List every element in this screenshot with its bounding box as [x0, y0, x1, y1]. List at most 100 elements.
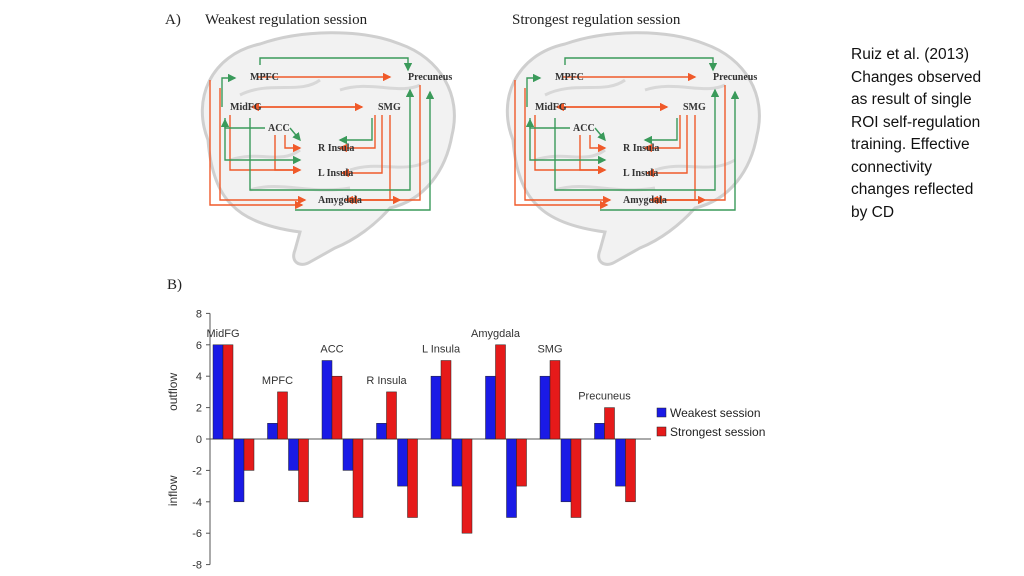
connection-arrow: [643, 115, 681, 153]
panel-b-letter: B): [167, 277, 182, 293]
node-label: Amygdala: [623, 195, 667, 206]
inflow-bar: [352, 438, 364, 518]
inflow-bar: [298, 438, 309, 503]
node-label: Precuneus: [408, 72, 452, 83]
y-tick-label: 4: [196, 371, 202, 383]
category-label: Amygdala: [471, 328, 521, 340]
connection-arrow: [219, 88, 307, 205]
category-label: L Insula: [422, 344, 461, 356]
y-tick-label: -2: [192, 465, 202, 477]
outflow-bar: [277, 391, 288, 440]
connection-arrow: [524, 88, 612, 205]
node-label: MidFG: [535, 102, 567, 113]
node-label: SMG: [683, 102, 706, 113]
inflow-bar: [560, 438, 572, 503]
outflow-bar: [321, 360, 333, 440]
caption-line: Ruiz et al. (2013): [851, 46, 970, 63]
connection-arrow: [525, 118, 570, 129]
outflow-bar: [222, 344, 234, 440]
node-label: ACC: [268, 123, 290, 134]
caption-line: by CD: [851, 203, 895, 221]
inflow-bar: [288, 438, 299, 471]
caption-line: connectivity: [851, 158, 932, 176]
caption: Ruiz et al. (2013) Changes observed as res…: [851, 44, 1011, 224]
inflow-bar: [506, 438, 517, 518]
brain-gyri: [534, 78, 736, 192]
category-label: Precuneus: [578, 391, 631, 403]
node-label: L Insula: [623, 168, 658, 179]
node-label: L Insula: [318, 168, 353, 179]
connection-arrow: [600, 90, 740, 211]
outflow-bar: [430, 375, 442, 440]
inflow-bar: [243, 438, 255, 471]
brain-outline: [200, 31, 456, 266]
outflow-bar: [594, 423, 605, 440]
left-panel-title: Weakest regulation session: [205, 12, 368, 28]
inflow-bar: [615, 438, 626, 487]
connection-arrow: [249, 88, 415, 191]
connection-arrow: [220, 118, 265, 129]
inflow-bar: [570, 438, 582, 518]
inflow-bar: [342, 438, 354, 471]
outflow-bar: [539, 375, 551, 440]
inflow-bar: [407, 438, 418, 518]
connection-arrow: [645, 115, 688, 178]
inflow-bar: [625, 438, 636, 503]
connection-arrow: [284, 135, 302, 153]
y-tick-label: 8: [196, 308, 202, 320]
brain-gyri: [229, 78, 431, 192]
connection-arrow: [224, 118, 302, 165]
inflow-bar: [461, 438, 473, 534]
node-label: Amygdala: [318, 195, 362, 206]
connection-arrow: [529, 118, 607, 165]
caption-line: Changes observed: [851, 68, 982, 86]
node-label: MPFC: [555, 72, 584, 83]
connection-arrow: [221, 73, 237, 107]
caption-line: training. Effective: [851, 136, 970, 153]
node-label: SMG: [378, 102, 401, 113]
inflow-bar: [516, 438, 527, 487]
right-panel-title: Strongest regulation session: [512, 12, 681, 28]
node-label: R Insula: [318, 143, 354, 154]
panel-a-letter: A): [165, 12, 181, 28]
connection-arrow: [340, 115, 383, 178]
connection-arrow: [564, 57, 718, 72]
category-label: MidFG: [207, 328, 240, 340]
node-label: ACC: [573, 123, 595, 134]
bar-chart: 86420-2-4-6-8outflowinflowMidFGMPFCACCR …: [166, 308, 765, 571]
caption-line: as result of single: [851, 91, 972, 108]
node-label: MidFG: [230, 102, 262, 113]
outflow-bar: [440, 360, 452, 440]
legend-label: Weakest session: [670, 406, 761, 420]
outflow-bar: [331, 375, 343, 440]
connection-arrow: [534, 115, 607, 175]
connection-arrow: [338, 115, 376, 153]
outflow-bar: [267, 423, 278, 440]
connection-arrow: [289, 127, 301, 142]
inflow-bar: [233, 438, 245, 503]
category-label: R Insula: [366, 375, 407, 387]
outflow-bar: [376, 423, 387, 440]
y-label-outflow: outflow: [166, 373, 180, 411]
node-label: MPFC: [250, 72, 279, 83]
figure: A) Weakest regulation session Strongest …: [150, 0, 810, 576]
connection-arrow: [229, 115, 302, 175]
connection-arrow: [259, 57, 413, 72]
caption-line: ROI self-regulation: [851, 113, 981, 131]
y-tick-label: 0: [196, 434, 202, 446]
inflow-bar: [451, 438, 463, 487]
connection-arrow: [295, 90, 435, 211]
outflow-bar: [212, 344, 224, 440]
category-label: MPFC: [262, 375, 293, 387]
inflow-bar: [397, 438, 408, 487]
node-label: R Insula: [623, 143, 659, 154]
y-tick-label: -4: [192, 497, 202, 509]
y-label-inflow: inflow: [166, 475, 180, 506]
legend-swatch: [656, 407, 667, 418]
y-tick-label: 6: [196, 340, 202, 352]
connection-arrow: [643, 118, 678, 145]
connection-arrow: [594, 127, 606, 142]
